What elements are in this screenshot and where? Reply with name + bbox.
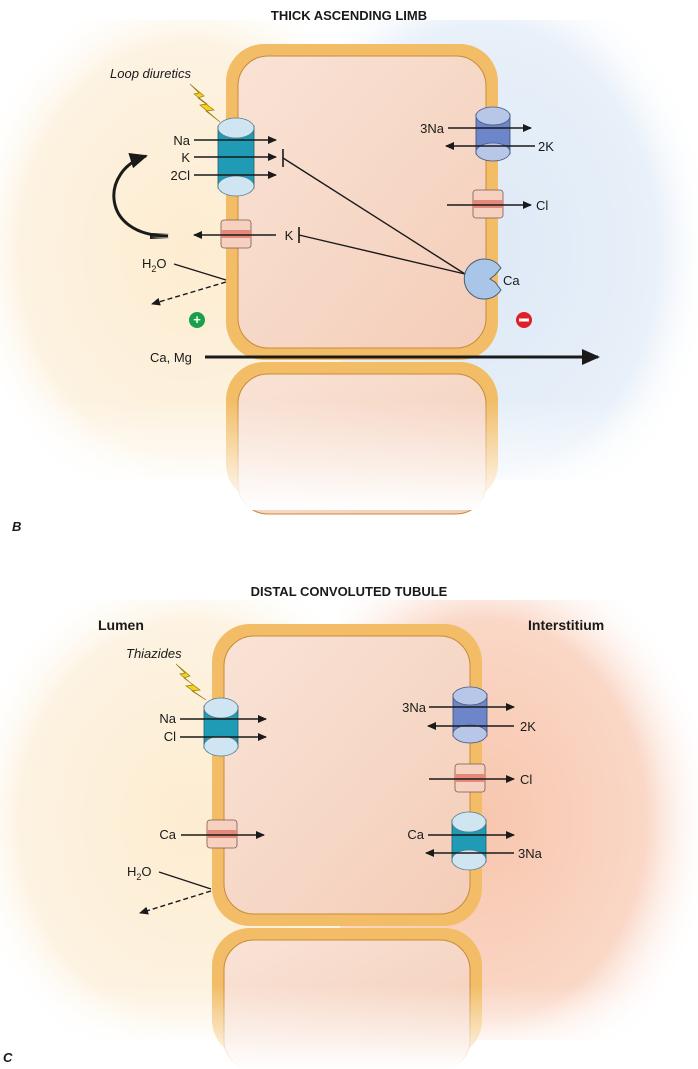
- pump-3na-label-c: 3Na: [402, 700, 427, 715]
- negative-charge-sign: [519, 318, 529, 322]
- panel-b-letter: B: [12, 519, 21, 534]
- panel-b-title: THICK ASCENDING LIMB: [271, 8, 427, 23]
- positive-charge-icon: [189, 312, 205, 328]
- water-label-b: H2O: [142, 256, 167, 274]
- cl-label-c: Cl: [520, 772, 532, 787]
- water-dashed-arrow-c: [139, 890, 212, 915]
- ion-label-2cl: 2Cl: [170, 168, 190, 183]
- ion-label-na: Na: [173, 133, 190, 148]
- ncc-cl-label: Cl: [164, 729, 176, 744]
- ion-label-k: K: [181, 150, 190, 165]
- casr-ca-label: Ca: [503, 273, 520, 288]
- ncx-exchanger: [451, 811, 487, 871]
- panel-c-title: DISTAL CONVOLUTED TUBULE: [251, 584, 448, 599]
- fade-overlay-c: [0, 985, 698, 1069]
- panel-c: DISTAL CONVOLUTED TUBULE Lumen Interstit…: [0, 584, 698, 1069]
- romk-channel: [220, 219, 252, 249]
- cl-channel-b: [472, 189, 504, 219]
- apical-ca-label: Ca: [159, 827, 176, 842]
- dct-cell-cytoplasm: [223, 635, 471, 915]
- water-pointer-line-c: [158, 871, 212, 890]
- pump-2k-label-b: 2K: [538, 139, 554, 154]
- fade-overlay-b: [0, 400, 698, 510]
- k-recycling-tail: [150, 233, 170, 239]
- trpv5-ca-channel: [206, 819, 238, 849]
- casr-receptor: [463, 258, 502, 300]
- interstitium-label: Interstitium: [528, 617, 604, 633]
- ncx-ca-label: Ca: [407, 827, 424, 842]
- casr-to-romk-line: [298, 234, 466, 275]
- lightning-bolt-icon: [189, 83, 221, 123]
- ncc-na-label: Na: [159, 711, 176, 726]
- ncc-cotransporter: [203, 697, 239, 757]
- lightning-bolt-icon: [175, 663, 207, 701]
- na-k-atpase-b: [475, 106, 511, 162]
- cl-channel-c: [454, 763, 486, 793]
- panel-c-letter: C: [3, 1050, 13, 1065]
- loop-diuretics-label: Loop diuretics: [110, 66, 191, 81]
- water-label-c: H2O: [127, 864, 152, 882]
- water-pointer-line-b: [173, 263, 227, 281]
- paracellular-ions-label: Ca, Mg: [150, 350, 192, 365]
- positive-charge-sign: +: [193, 312, 201, 327]
- panel-b: THICK ASCENDING LIMB Loop diuretics Na K…: [0, 8, 698, 534]
- lumen-label: Lumen: [98, 617, 144, 633]
- tal-cell-cytoplasm: [237, 55, 487, 349]
- romk-k-label: K: [285, 228, 294, 243]
- pump-2k-label-c: 2K: [520, 719, 536, 734]
- thiazides-label: Thiazides: [126, 646, 182, 661]
- k-recycling-arrow: [112, 153, 169, 238]
- cl-label-b: Cl: [536, 198, 548, 213]
- na-k-atpase-c: [452, 686, 488, 744]
- pump-3na-label-b: 3Na: [420, 121, 445, 136]
- casr-to-nkcc-line: [282, 157, 466, 275]
- water-dashed-arrow-b: [151, 281, 227, 306]
- ncx-3na-label: 3Na: [518, 846, 543, 861]
